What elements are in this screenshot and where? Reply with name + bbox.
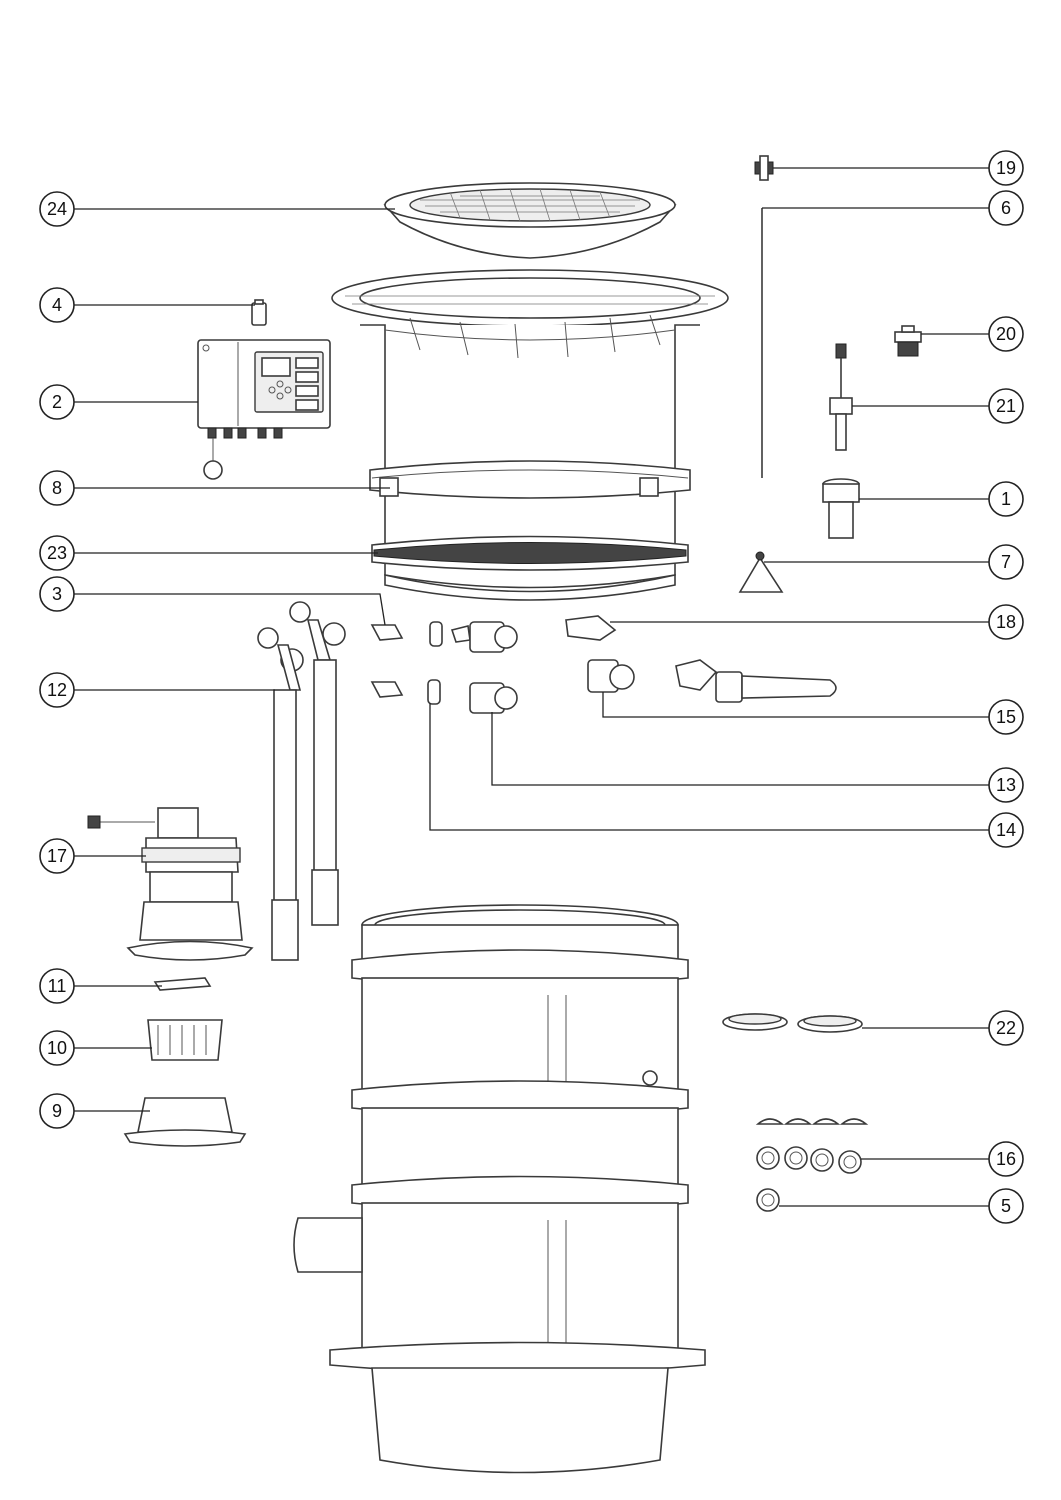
svg-text:23: 23 (47, 543, 67, 563)
part-float-cylinder (822, 478, 860, 539)
part-valve-fittings (370, 615, 837, 714)
part-seal-ring (371, 535, 689, 601)
callout-19: 19 (988, 150, 1024, 186)
leader-lines (74, 167, 990, 1207)
svg-text:22: 22 (996, 1018, 1016, 1038)
leader-3 (74, 593, 386, 626)
part-upper-shaft (331, 269, 729, 589)
part-seals (755, 1118, 869, 1212)
part-sensor-probe (829, 343, 853, 451)
svg-text:11: 11 (48, 976, 67, 996)
callout-8: 8 (39, 470, 75, 506)
callout-24: 24 (39, 191, 75, 227)
svg-text:8: 8 (52, 478, 62, 498)
part-clamp-band (369, 460, 691, 499)
svg-text:20: 20 (996, 324, 1016, 344)
svg-text:17: 17 (47, 846, 67, 866)
part-cover-grate (383, 182, 677, 259)
svg-text:6: 6 (1001, 198, 1011, 218)
svg-text:18: 18 (996, 612, 1016, 632)
callout-3: 3 (39, 576, 75, 612)
svg-text:9: 9 (52, 1101, 62, 1121)
part-lower-shaft (293, 904, 706, 1474)
callout-9: 9 (39, 1093, 75, 1129)
svg-text:15: 15 (996, 707, 1016, 727)
svg-text:21: 21 (996, 396, 1016, 416)
callout-2: 2 (39, 384, 75, 420)
callout-12: 12 (39, 672, 75, 708)
leader-15 (602, 692, 990, 718)
svg-text:5: 5 (1001, 1196, 1011, 1216)
svg-text:2: 2 (52, 392, 62, 412)
svg-text:4: 4 (52, 295, 62, 315)
svg-text:19: 19 (996, 158, 1016, 178)
part-pump (87, 807, 254, 961)
svg-text:7: 7 (1001, 552, 1011, 572)
callout-18: 18 (988, 604, 1024, 640)
part-hoses (257, 601, 346, 961)
callout-13: 13 (988, 767, 1024, 803)
callout-7: 7 (988, 544, 1024, 580)
svg-text:12: 12 (47, 680, 67, 700)
part-caps (722, 1013, 863, 1033)
part-cone (738, 551, 784, 593)
part-base-components (123, 977, 247, 1147)
svg-text:3: 3 (52, 584, 62, 604)
svg-text:10: 10 (47, 1038, 67, 1058)
callout-1: 1 (988, 481, 1024, 517)
part-control-box (197, 339, 331, 480)
part-battery (251, 299, 267, 326)
callout-6: 6 (988, 190, 1024, 226)
svg-text:1: 1 (1001, 489, 1011, 509)
callout-21: 21 (988, 388, 1024, 424)
callout-10: 10 (39, 1030, 75, 1066)
callout-15: 15 (988, 699, 1024, 735)
part-connector (894, 325, 922, 357)
callout-16: 16 (988, 1141, 1024, 1177)
callout-5: 5 (988, 1188, 1024, 1224)
svg-text:13: 13 (996, 775, 1016, 795)
svg-text:24: 24 (47, 199, 67, 219)
callout-23: 23 (39, 535, 75, 571)
part-small-fitting (754, 155, 774, 181)
callout-11: 11 (39, 968, 75, 1004)
callout-22: 22 (988, 1010, 1024, 1046)
callout-17: 17 (39, 838, 75, 874)
callout-14: 14 (988, 812, 1024, 848)
svg-text:16: 16 (996, 1149, 1016, 1169)
leader-14 (429, 703, 990, 831)
svg-text:14: 14 (996, 820, 1016, 840)
leader-13 (491, 712, 990, 786)
callout-4: 4 (39, 287, 75, 323)
callout-20: 20 (988, 316, 1024, 352)
